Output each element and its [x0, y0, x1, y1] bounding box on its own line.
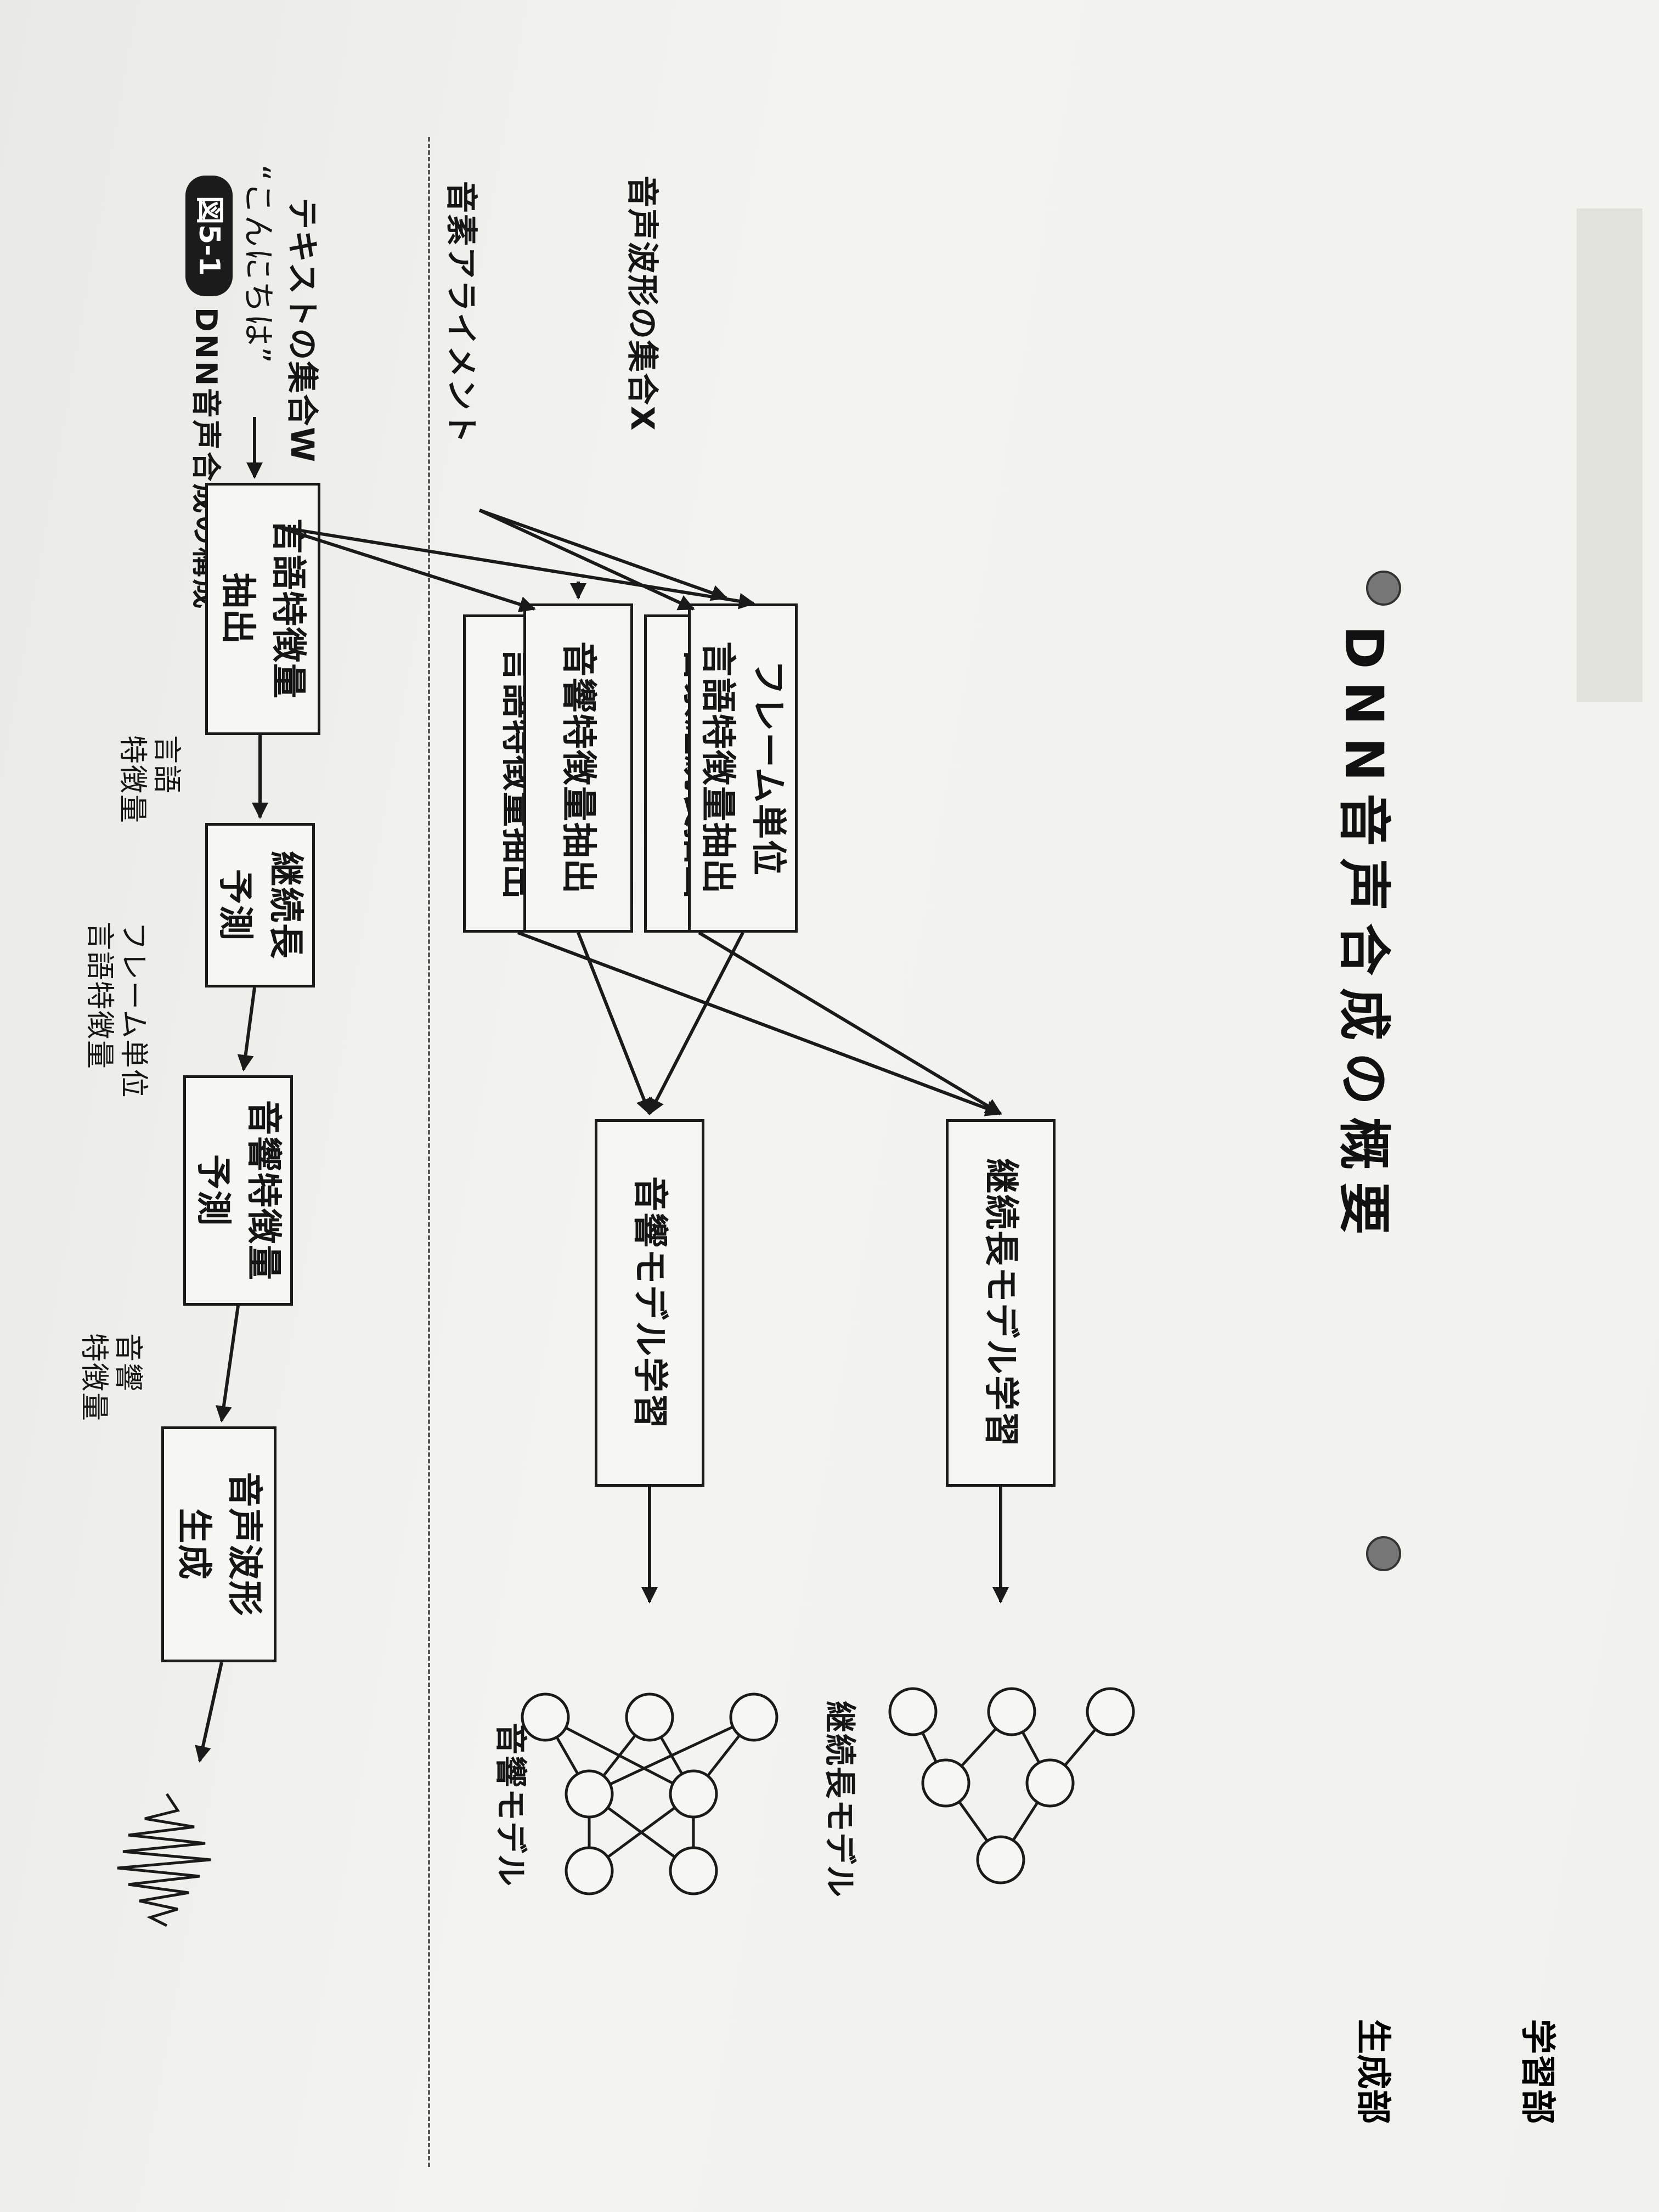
arrow-icon	[195, 417, 1009, 1763]
arrow-frame-to-acoustic-train	[648, 932, 744, 1115]
nn1-node	[888, 1687, 938, 1736]
arrow-duration-to-acoustic-pred	[237, 987, 256, 1071]
nn1-node	[921, 1758, 970, 1808]
nn2-node	[625, 1692, 674, 1742]
arrow-linguistic-to-duration-train	[517, 931, 1002, 1116]
arrow-alignment-to-frame	[478, 509, 728, 601]
arrow-phoneme-to-duration-train	[698, 931, 1002, 1115]
arrow-text-to-linguistic	[276, 525, 536, 613]
nn1-node	[987, 1687, 1036, 1736]
arrow-acoustic-to-waveform	[215, 1305, 240, 1423]
nn1-node	[1086, 1687, 1135, 1736]
neural-network-icon	[888, 1687, 1135, 1884]
nn2-node	[669, 1846, 718, 1895]
nn2-node	[565, 1769, 614, 1819]
arrow-text-to-frame	[276, 525, 755, 610]
nn2-edge	[544, 1716, 695, 1796]
nn1-node	[1025, 1758, 1075, 1808]
waveform-icon	[117, 1793, 211, 1927]
nn2-node	[669, 1769, 718, 1819]
nn1-node	[976, 1835, 1025, 1884]
arrow-waveform-out	[195, 1662, 223, 1763]
neural-network-icon	[521, 1692, 778, 1895]
nn2-node	[521, 1692, 570, 1742]
nn2-node	[565, 1846, 614, 1895]
arrow-alignment-to-phoneme	[478, 509, 695, 611]
nn2-node	[729, 1692, 778, 1742]
arrow-acoustic-to-acoustic-train	[577, 932, 652, 1115]
